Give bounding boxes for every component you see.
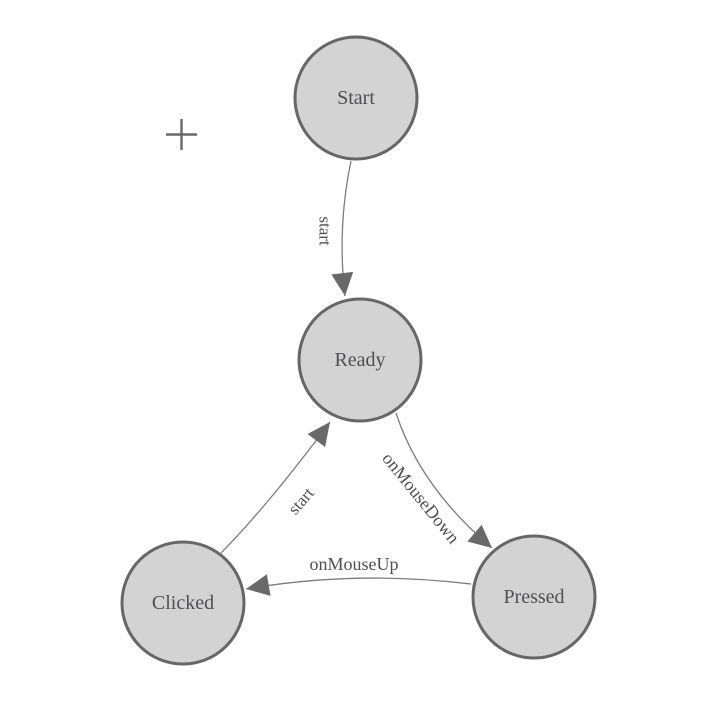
arrowhead-into-clicked [246, 574, 271, 596]
edge-pressed-to-clicked[interactable]: onMouseUp [245, 554, 472, 596]
arrowhead-into-ready-top [331, 271, 354, 296]
arrowhead-into-ready-bottom [307, 422, 330, 447]
edge-label-start-to-ready: start [316, 216, 335, 246]
node-clicked-label: Clicked [152, 592, 214, 614]
node-pressed-label: Pressed [503, 586, 564, 608]
edge-start-to-ready[interactable]: start [316, 160, 354, 297]
node-clicked-circle[interactable] [120, 540, 246, 666]
edge-ready-to-pressed[interactable]: onMouseDown [378, 412, 493, 549]
node-ready-label: Ready [334, 349, 385, 371]
edge-clicked-to-ready[interactable]: start [220, 421, 331, 554]
arrowhead-into-pressed [467, 524, 492, 548]
edge-clicked-to-ready-line[interactable] [220, 421, 331, 554]
node-start-circle[interactable] [293, 35, 419, 161]
node-pressed-circle[interactable] [471, 534, 597, 660]
node-ready-circle[interactable] [297, 297, 423, 423]
edge-label-clicked-to-ready: start [284, 484, 318, 519]
node-ready[interactable]: Ready [297, 297, 423, 423]
node-start[interactable]: Start [293, 35, 419, 161]
node-start-label: Start [337, 87, 375, 109]
plus-icon[interactable] [166, 119, 197, 150]
node-pressed[interactable]: Pressed [471, 534, 597, 660]
edge-label-ready-to-pressed: onMouseDown [378, 449, 463, 548]
edge-label-pressed-to-clicked: onMouseUp [310, 554, 399, 574]
edge-pressed-to-clicked-line[interactable] [245, 577, 472, 590]
node-clicked[interactable]: Clicked [120, 540, 246, 666]
